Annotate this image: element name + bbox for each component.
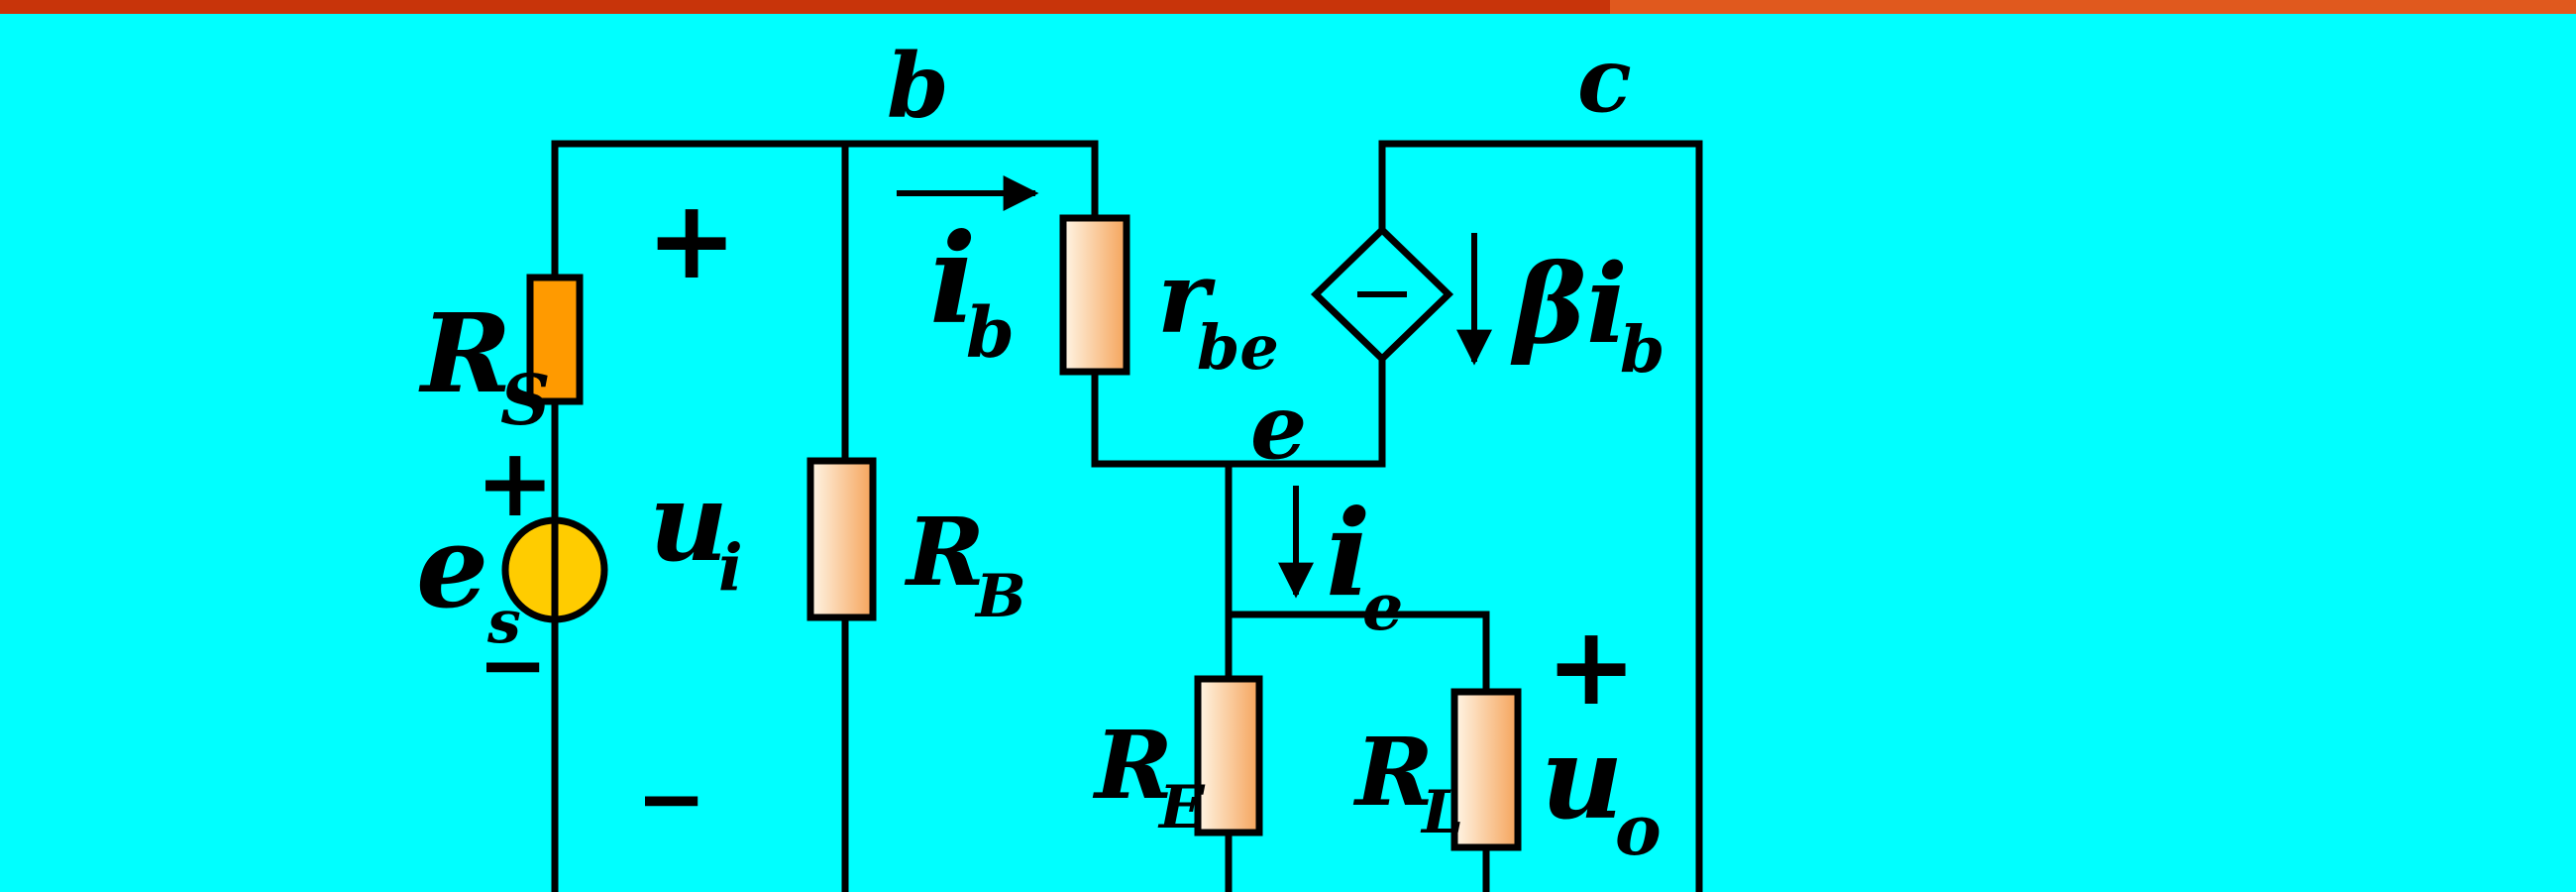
node-label-b: b [887, 34, 949, 139]
es-minus-sign: − [478, 616, 548, 715]
rb-label-main: R [904, 498, 985, 608]
label-beta-ib: βi b [1510, 240, 1664, 388]
beta-ib-label-sub: b [1620, 312, 1664, 388]
label-es: e s [416, 501, 521, 657]
rbe-label-sub: be [1197, 311, 1279, 384]
label-ib: i b [929, 207, 1015, 374]
ui-label-main: u [649, 458, 728, 586]
uo-label-sub: o [1615, 789, 1662, 871]
node-label-e: e [1250, 375, 1307, 480]
rb-resistor [806, 457, 877, 621]
label-uo: u o [1541, 712, 1662, 871]
rbe-label-main: r [1157, 239, 1216, 356]
es-label-main: e [416, 501, 488, 634]
ib-label-sub: b [966, 291, 1015, 374]
label-rb: R B [904, 498, 1026, 631]
es-label-sub: s [486, 588, 521, 657]
rs-resistor [526, 274, 584, 405]
rs-label-main: R [418, 289, 511, 417]
rs-label-sub: S [500, 359, 551, 441]
rl-resistor [1450, 688, 1522, 851]
beta-ib-label-main: βi [1510, 240, 1628, 368]
label-re: R E [1092, 711, 1206, 842]
uo-plus-sign: + [1546, 603, 1637, 729]
label-rbe: r be [1157, 239, 1279, 384]
rbe-resistor [1059, 214, 1130, 376]
ie-label-sub: e [1362, 570, 1403, 645]
title-bar-right [1610, 0, 2576, 14]
re-label-sub: E [1157, 773, 1206, 842]
ui-plus-sign: + [646, 176, 737, 303]
label-ie: i e [1326, 484, 1403, 645]
re-resistor [1194, 675, 1263, 836]
wires [551, 140, 1703, 892]
ie-label-main: i [1326, 484, 1371, 623]
ib-label-main: i [929, 207, 977, 352]
rb-label-sub: B [974, 562, 1026, 631]
node-label-c: c [1577, 28, 1632, 133]
label-ui: u i [649, 458, 743, 606]
title-bar-left [0, 0, 1610, 14]
label-rl: R L [1352, 718, 1463, 847]
re-label-main: R [1092, 711, 1173, 821]
dependent-current-source [1310, 225, 1454, 364]
ui-label-sub: i [718, 530, 743, 606]
ui-minus-sign: − [636, 750, 706, 848]
label-rs: R S [418, 289, 551, 441]
rl-label-sub: L [1420, 778, 1463, 847]
uo-label-main: u [1541, 712, 1624, 845]
es-plus-sign: + [476, 429, 555, 538]
title-bar [0, 0, 2576, 14]
es-source [501, 516, 608, 623]
rl-label-main: R [1352, 718, 1434, 828]
